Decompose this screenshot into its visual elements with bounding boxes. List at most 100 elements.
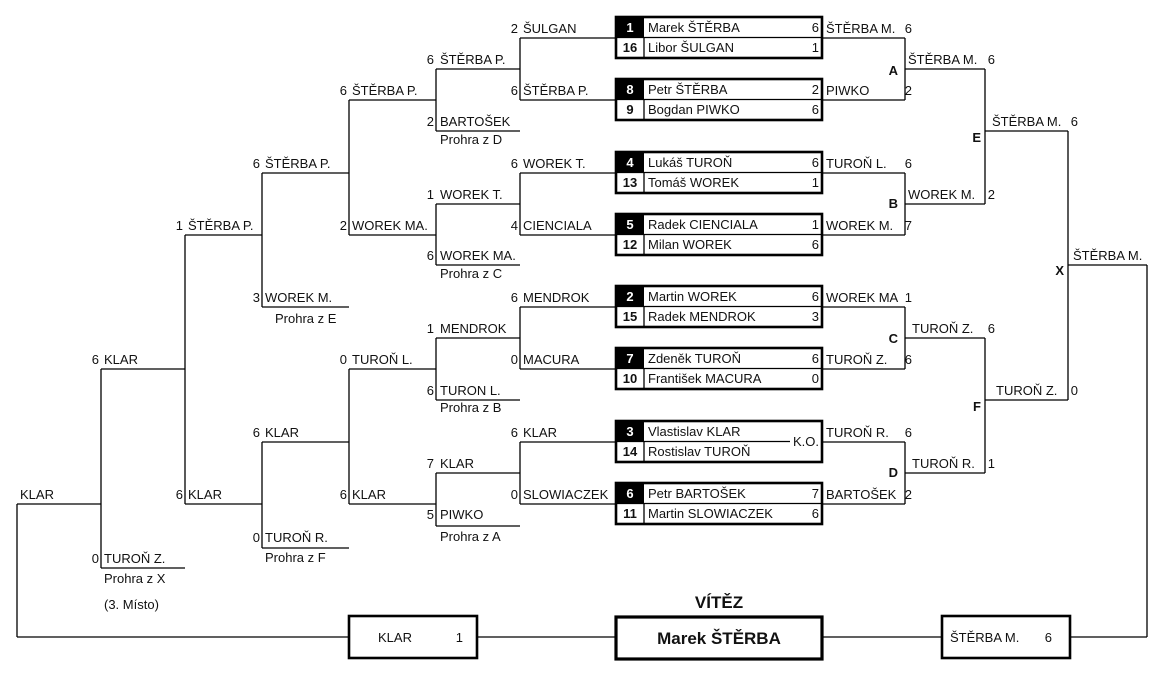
wb-r2-score: 1 <box>988 456 995 471</box>
lb-r3-score: 6 <box>340 487 347 502</box>
lb-r4-name: ŠTĚRBA P. <box>265 156 331 171</box>
final-section: KLAR 1 VÍTĚZ Marek ŠTĚRBA ŠTĚRBA M. 6 <box>17 593 1147 661</box>
lb-r1-score: 6 <box>511 83 518 98</box>
lb-r4-score: 6 <box>253 156 260 171</box>
lb-r2-score: 1 <box>427 321 434 336</box>
match-box: 6 Petr BARTOŠEK 7 11 Martin SLOWIACZEK 6 <box>614 481 824 526</box>
wb-r1-score: 2 <box>905 487 912 502</box>
lb-r2-score: 1 <box>427 187 434 202</box>
seed-number: 16 <box>623 40 637 55</box>
seed-number: 13 <box>623 175 637 190</box>
player-score: 6 <box>812 506 819 521</box>
match-label-d: D <box>889 465 898 480</box>
wb-r2-name: TUROŇ Z. <box>912 321 973 336</box>
seed-number: 2 <box>626 289 633 304</box>
lb-r1-name: ŠULGAN <box>523 21 576 36</box>
wb-r2-name: WOREK M. <box>908 187 975 202</box>
lb-r2-name: MENDROK <box>440 321 507 336</box>
lb-r4-name: KLAR <box>265 425 299 440</box>
lb-r6-score: 0 <box>92 551 99 566</box>
lb-r2-from: Prohra z D <box>440 132 502 147</box>
lb-r1-name: SLOWIACZEK <box>523 487 609 502</box>
wb-r4-name: ŠTĚRBA M. <box>1073 248 1142 263</box>
lb-r6-score: 6 <box>92 352 99 367</box>
match-box: 5 Radek CIENCIALA 1 12 Milan WOREK 6 <box>614 212 824 257</box>
lb-r2-score: 5 <box>427 507 434 522</box>
lb-r2-score: 2 <box>427 114 434 129</box>
match-label-c: C <box>889 331 899 346</box>
lb-r2-from: Prohra z C <box>440 266 502 281</box>
lb-r2-name: TURON L. <box>440 383 501 398</box>
wb-r3-score: 6 <box>1071 114 1078 129</box>
player-name: Tomáš WOREK <box>648 175 739 190</box>
wb-r2-score: 6 <box>988 52 995 67</box>
winner-title: VÍTĚZ <box>695 593 743 612</box>
losers-bracket: 2 ŠULGAN 6 ŠTĚRBA P. 6 WOREK T. 4 CIENCI… <box>16 21 616 637</box>
seed-number: 4 <box>626 155 634 170</box>
seed-number: 7 <box>626 351 633 366</box>
lb-r6-name: KLAR <box>104 352 138 367</box>
final-right-score: 6 <box>1045 630 1052 645</box>
winner-box: Marek ŠTĚRBA <box>614 615 824 661</box>
seed-number: 10 <box>623 371 637 386</box>
player-name: Libor ŠULGAN <box>648 40 734 55</box>
match-box: 7 Zdeněk TUROŇ 6 10 František MACURA 0 <box>614 346 824 391</box>
lb-r2-name: ŠTĚRBA P. <box>440 52 506 67</box>
match-label-x: X <box>1055 263 1064 278</box>
wb-r1-name: WOREK MA <box>826 290 899 305</box>
wb-r1-name: TUROŇ R. <box>826 425 889 440</box>
player-score: 0 <box>812 371 819 386</box>
final-right-box: ŠTĚRBA M. 6 <box>940 614 1072 660</box>
wb-r1-name: BARTOŠEK <box>826 487 897 502</box>
match-box: 8 Petr ŠTĚRBA 2 9 Bogdan PIWKO 6 <box>614 77 824 122</box>
lb-r2-name: BARTOŠEK <box>440 114 511 129</box>
player-name: Zdeněk TUROŇ <box>648 351 741 366</box>
seed-number: 14 <box>623 444 638 459</box>
player-name: Petr ŠTĚRBA <box>648 82 728 97</box>
seed-number: 6 <box>626 486 633 501</box>
player-name: Martin WOREK <box>648 289 737 304</box>
lb-r1-name: MACURA <box>523 352 580 367</box>
lb-r3-name: TUROŇ L. <box>352 352 413 367</box>
lb-r4-from: Prohra z E <box>275 311 337 326</box>
wb-r1-name: TUROŇ L. <box>826 156 887 171</box>
final-left-box: KLAR 1 <box>347 614 479 660</box>
wb-r1-score: 7 <box>905 218 912 233</box>
lb-r1-score: 6 <box>511 156 518 171</box>
lb-r2-from: Prohra z A <box>440 529 501 544</box>
player-score: 6 <box>812 289 819 304</box>
lb-r1-name: CIENCIALA <box>523 218 592 233</box>
seed-number: 8 <box>626 82 633 97</box>
wb-r1-score: 6 <box>905 156 912 171</box>
third-place-label: (3. Místo) <box>104 597 159 612</box>
match-label-e: E <box>972 130 981 145</box>
player-score: 6 <box>812 237 819 252</box>
wb-r1-name: PIWKO <box>826 83 869 98</box>
player-score: 2 <box>812 82 819 97</box>
match-box: 1 Marek ŠTĚRBA 6 16 Libor ŠULGAN 1 <box>614 15 824 60</box>
wb-r1-score: 1 <box>905 290 912 305</box>
lb-r2-score: 6 <box>427 383 434 398</box>
lb-r1-score: 6 <box>511 290 518 305</box>
wb-r1-name: TUROŇ Z. <box>826 352 887 367</box>
lb-r1-score: 4 <box>511 218 518 233</box>
lb-r2-score: 6 <box>427 52 434 67</box>
lb-r2-name: KLAR <box>440 456 474 471</box>
match-label-a: A <box>889 63 899 78</box>
lb-r4-score: 3 <box>253 290 260 305</box>
lb-r1-name: KLAR <box>523 425 557 440</box>
lb-r3-score: 0 <box>340 352 347 367</box>
wb-r3-name: TUROŇ Z. <box>996 383 1057 398</box>
lb-r2-name: WOREK T. <box>440 187 503 202</box>
player-name: Bogdan PIWKO <box>648 102 740 117</box>
seed-number: 11 <box>623 506 637 521</box>
lb-r6-name: TUROŇ Z. <box>104 551 165 566</box>
lb-r1-score: 0 <box>511 352 518 367</box>
wb-r1-name: ŠTĚRBA M. <box>826 21 895 36</box>
lb-r3-name: ŠTĚRBA P. <box>352 83 418 98</box>
first-round-matches: 1 Marek ŠTĚRBA 6 16 Libor ŠULGAN 1 8 Pet… <box>614 15 824 526</box>
wb-r1-score: 6 <box>905 425 912 440</box>
final-left-name: KLAR <box>378 630 412 645</box>
player-name: Vlastislav KLAR <box>648 424 740 439</box>
